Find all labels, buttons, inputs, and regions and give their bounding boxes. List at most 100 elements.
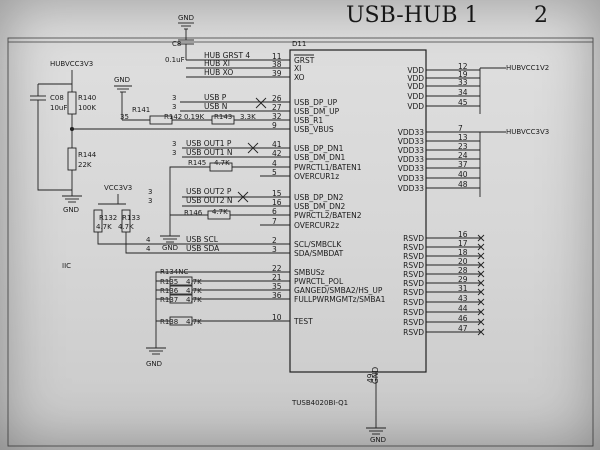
rsvd-noconnect-28 <box>477 270 485 278</box>
rsvd-pin-number-44: 44 <box>458 304 468 313</box>
rail-gnd-symbol <box>160 235 180 243</box>
pin-number-7: 7 <box>272 217 277 226</box>
c08-refdes: C08 <box>50 94 64 102</box>
r140-resistor <box>67 91 77 115</box>
rsvd-noconnect-20 <box>477 261 485 269</box>
r141-gnd-label: GND <box>114 76 130 84</box>
r146-refdes: R146 <box>184 209 203 217</box>
rsvd-pin-name-47: RSVD <box>403 328 424 337</box>
vdd-pin-name-34: VDD <box>407 92 424 101</box>
pin-number-39: 39 <box>272 69 282 78</box>
r137-value: 4.7K <box>186 296 202 304</box>
strap-gnd-bus <box>155 271 160 348</box>
r144-refdes: R144 <box>78 151 97 159</box>
r141-gnd-symbol <box>114 85 132 93</box>
pin-number-15: 15 <box>272 189 282 198</box>
rsvd-pin-name-44: RSVD <box>403 308 424 317</box>
r135-refdes: R135 <box>160 278 178 286</box>
pin-number-26: 26 <box>272 94 282 103</box>
scl-wire <box>97 232 290 245</box>
rsvd-noconnect-47 <box>477 328 485 336</box>
rsvd-pin-name-31: RSVD <box>403 288 424 297</box>
rsvd-noconnect-31 <box>477 288 485 296</box>
r144-gnd-label: GND <box>63 206 79 214</box>
vdd33-pin-number-24: 24 <box>458 151 468 160</box>
r132-value: 4.7K <box>96 223 112 231</box>
pin-number-36: 36 <box>272 291 282 300</box>
c8-gnd-label: GND <box>178 14 194 22</box>
c08-value: 10uF <box>50 104 67 112</box>
r143-value: 3.3K <box>240 113 256 121</box>
usb-up-noconnect-mark <box>255 97 267 109</box>
rsvd-pin-number-16: 16 <box>458 230 468 239</box>
pin-name-6: PWRCTL2/BATEN2 <box>294 211 362 220</box>
r133-refdes: R133 <box>122 214 140 222</box>
out2-p-bus-number: 3 <box>148 188 152 196</box>
rsvd-pin-number-29: 29 <box>458 275 468 284</box>
net-vcc3v3: VCC3V3 <box>104 184 132 192</box>
pin-name-35: GANGED/SMBA2/HS_UP <box>294 286 383 295</box>
rail-gnd-label: GND <box>162 244 178 252</box>
vdd33-pin-number-7: 7 <box>458 124 463 133</box>
pin-number-10: 10 <box>272 313 282 322</box>
rsvd-pin-name-29: RSVD <box>403 279 424 288</box>
vdd33-pin-name-13: VDD33 <box>398 137 424 146</box>
pin-name-22: SMBUSz <box>294 268 325 277</box>
vdd-pin-name-33: VDD <box>407 82 424 91</box>
pin-name-11: GRST <box>294 56 315 65</box>
rsvd-pin-number-20: 20 <box>458 257 468 266</box>
net-usb-out2-p: USB OUT2 P <box>186 187 232 196</box>
strap-gnd-label: GND <box>146 360 162 368</box>
vdd-pin-name-45: VDD <box>407 102 424 111</box>
vdd33-pin-name-7: VDD33 <box>398 128 424 137</box>
vdd33-pin-number-37: 37 <box>458 160 468 169</box>
vdd-pin-number-12: 12 <box>458 62 468 71</box>
vdd33-pin-name-40: VDD33 <box>398 174 424 183</box>
rsvd-pin-number-31: 31 <box>458 284 468 293</box>
rsvd-pin-number-43: 43 <box>458 294 468 303</box>
pin-number-3: 3 <box>272 245 277 254</box>
left-pin-group: GRST11XI38XO39USB_DP_UP26USB_DM_UP27USB_… <box>272 52 386 326</box>
sheet-page-number: 2 <box>534 3 548 28</box>
c8-gnd-symbol <box>178 22 194 30</box>
sheet-title: USB-HUB 1 <box>346 3 479 28</box>
pin-name-38: XI <box>294 64 301 73</box>
usb-p-bus-number: 3 <box>172 94 176 102</box>
rsvd-noconnect-29 <box>477 279 485 287</box>
pin-name-41: USB_DP_DN1 <box>294 144 344 153</box>
rsvd-pin-number-47: 47 <box>458 324 468 333</box>
pin-number-42: 42 <box>272 149 282 158</box>
pin-name-39: XO <box>294 73 305 82</box>
sda-wire <box>125 232 290 254</box>
pin-name-10: TEST <box>293 317 313 326</box>
vdd-pin-name-12: VDD <box>407 66 424 75</box>
pin-number-32: 32 <box>272 112 282 121</box>
r132-refdes: R132 <box>99 214 117 222</box>
net-usb-scl: USB SCL <box>186 235 219 244</box>
net-hubvcc1v2: HUBVCC1V2 <box>506 64 549 72</box>
r140-refdes: R140 <box>78 94 96 102</box>
strap-gnd-symbol <box>146 347 166 355</box>
vdd33-pin-number-13: 13 <box>458 133 468 142</box>
net-hubvcc3v3-left: HUBVCC3V3 <box>50 60 93 68</box>
pin-name-42: USB_DM_DN1 <box>294 153 346 162</box>
rsvd-pin-name-43: RSVD <box>403 298 424 307</box>
pin-number-38: 38 <box>272 60 282 69</box>
vdd33-pin-name-23: VDD33 <box>398 146 424 155</box>
rsvd-pin-number-18: 18 <box>458 248 468 257</box>
c8-value: 0.1uF <box>165 56 185 64</box>
pin-name-26: USB_DP_UP <box>294 98 338 107</box>
ic-body <box>289 49 427 373</box>
ic-gnd-symbol <box>366 427 386 435</box>
c8-refdes: C8 <box>172 40 181 48</box>
pin-number-6: 6 <box>272 207 277 216</box>
r141-value: 35 <box>120 113 129 121</box>
r144-gnd-symbol <box>62 195 82 203</box>
pin-name-16: USB_DM_DN2 <box>294 202 346 211</box>
r145-to-rail-wire <box>169 166 210 236</box>
r146-value: 4.7K <box>212 208 228 216</box>
out2-n-bus-number: 3 <box>148 197 152 205</box>
rsvd-pin-name-46: RSVD <box>403 318 424 327</box>
pin-name-27: USB_DM_UP <box>294 107 340 116</box>
